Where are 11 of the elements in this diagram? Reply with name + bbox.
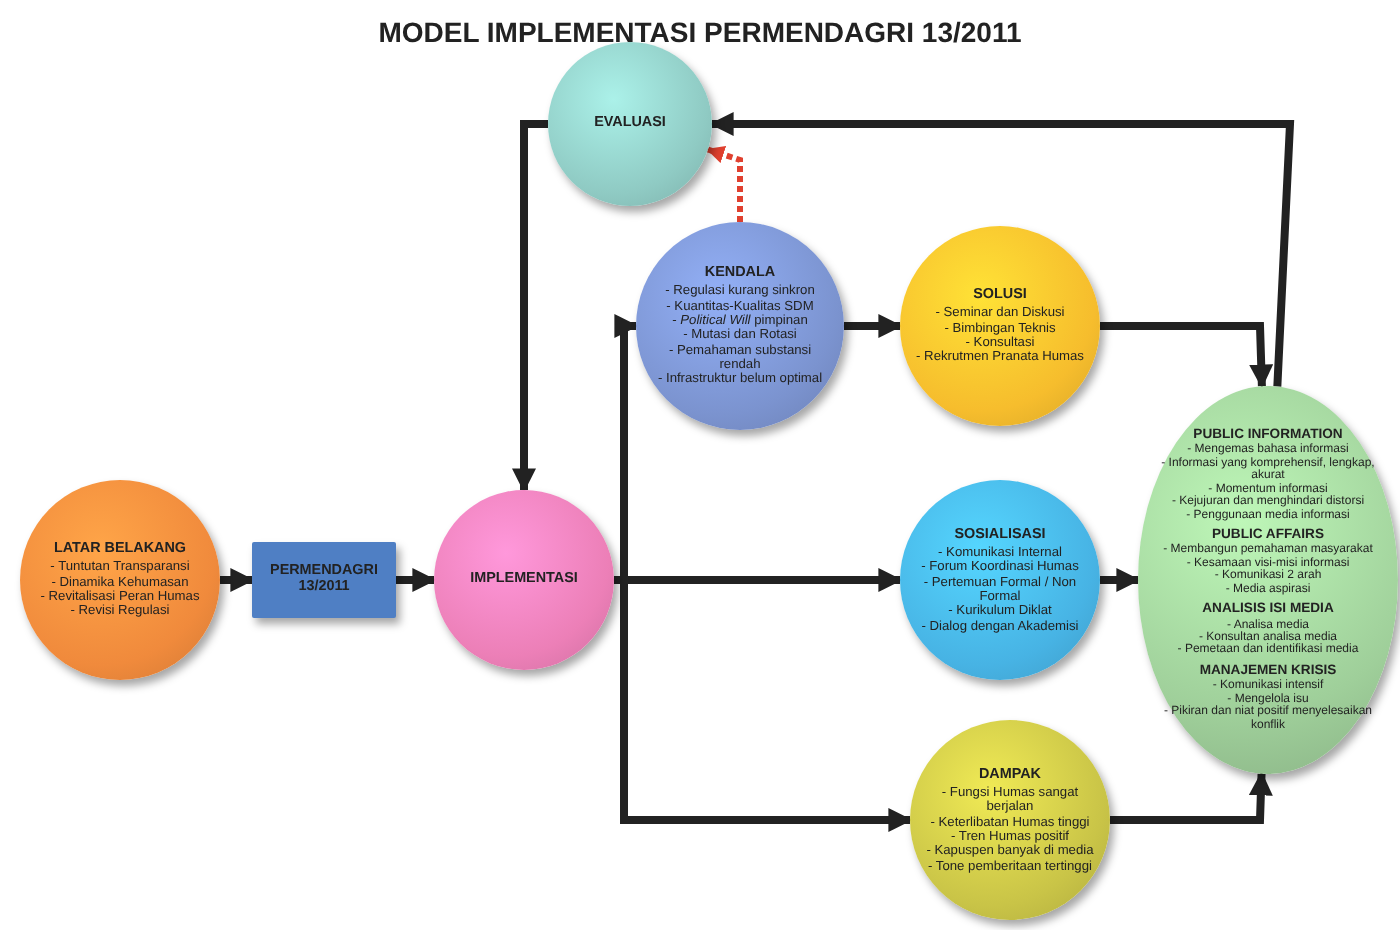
dashed-arrow xyxy=(706,146,743,222)
arrow xyxy=(1110,771,1273,824)
process-box xyxy=(252,542,396,618)
arrow xyxy=(709,112,1295,387)
arrow xyxy=(1100,568,1141,592)
diagram-title: MODEL IMPLEMENTASI PERMENDAGRI 13/2011 xyxy=(376,16,1024,48)
arrow xyxy=(844,314,903,338)
arrow xyxy=(220,568,255,592)
arrow xyxy=(1100,322,1274,389)
arrow xyxy=(396,568,437,592)
arrow xyxy=(512,120,548,493)
